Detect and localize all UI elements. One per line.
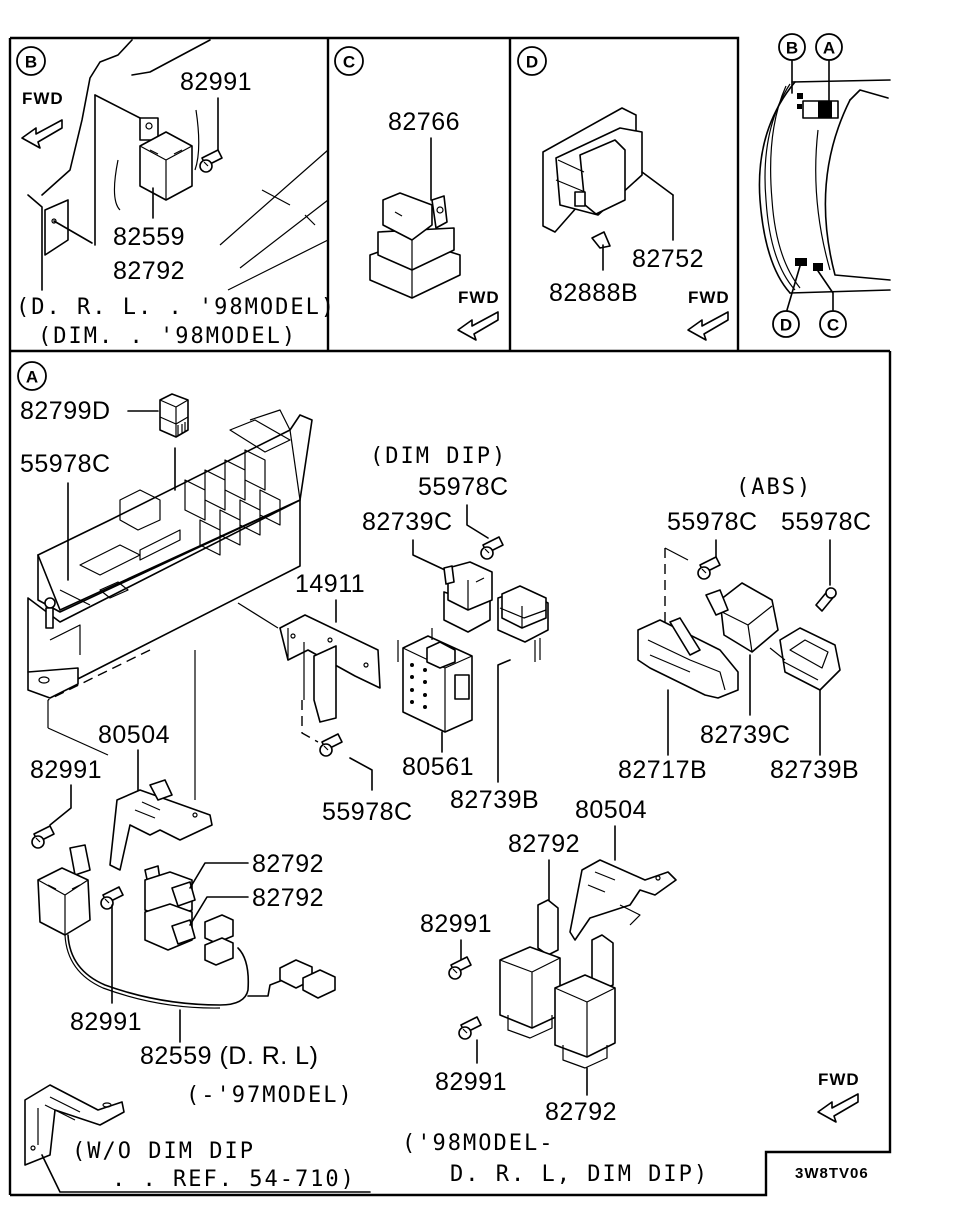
svg-text:A: A (823, 39, 835, 58)
bolt-icon (697, 556, 721, 580)
part-label: 55978C (322, 798, 413, 826)
locator-marker-b: B (778, 33, 806, 61)
fwd-arrow-icon (817, 1093, 859, 1123)
relays-82792-left (144, 865, 196, 951)
part-label: 82888B (549, 279, 638, 307)
bolt-icon (31, 825, 55, 849)
locator-marker-d: D (772, 310, 800, 338)
relay-80561 (397, 628, 473, 733)
fwd-arrow-icon (687, 311, 729, 341)
relay-82739c-abs (705, 582, 779, 653)
note: (W/O DIM DIP (72, 1139, 255, 1164)
module-82752 (542, 107, 643, 233)
svg-text:A: A (26, 368, 38, 387)
part-label: 82792 (113, 257, 185, 285)
harness-82559 (64, 914, 336, 1009)
part-label: 55978C (781, 508, 872, 536)
part-label: 82991 (180, 68, 252, 96)
note: ('98MODEL- (402, 1131, 554, 1156)
note: . . REF. 54-710) (112, 1167, 356, 1192)
part-label: 55978C (20, 450, 111, 478)
svg-text:D: D (526, 53, 538, 72)
relay-82792-right-1 (499, 899, 561, 1039)
section-marker-b: B (16, 46, 46, 76)
bolt-icon (448, 956, 472, 980)
fuse-box (27, 409, 313, 800)
fwd-label: FWD (688, 288, 730, 307)
panel-a: A 82799D 55978C (17, 361, 872, 1193)
relay-82559-left (37, 844, 91, 936)
frames (8, 36, 892, 1197)
locator-view: B A D C (758, 33, 891, 338)
relay-82799d (159, 393, 189, 438)
bracket-ref-54-710 (24, 1084, 125, 1166)
note: (DIM DIP) (370, 444, 507, 469)
note: (ABS) (736, 475, 812, 500)
drawing-code: 3W8TV06 (795, 1165, 869, 1182)
panel-d: D 82752 82888B FWD (517, 46, 730, 341)
svg-text:B: B (786, 39, 798, 58)
fwd-label: FWD (818, 1070, 860, 1089)
part-label: 80561 (402, 753, 474, 781)
part-label: 80504 (575, 796, 647, 824)
locator-marker-c: C (819, 310, 847, 338)
panel-b: B FWD 82991 82559 82792 (D. R. L. . '98M… (16, 39, 336, 349)
bolt-icon (319, 733, 343, 757)
part-label: 82739C (700, 721, 791, 749)
note: (D. R. L. . '98MODEL) (16, 295, 336, 320)
note: (DIM. . '98MODEL) (38, 324, 297, 349)
part-label: 82799D (20, 397, 111, 425)
relay-82739c-dimdip (443, 561, 493, 633)
relay-82766 (369, 192, 461, 299)
part-label: 82991 (420, 910, 492, 938)
section-marker-a: A (17, 361, 47, 391)
part-label: 82559 (113, 223, 185, 251)
fwd-arrow-icon (457, 311, 499, 341)
bolt-icon (480, 536, 504, 560)
part-label: 82792 (508, 830, 580, 858)
bracket-80504-right (569, 859, 677, 941)
part-label: 82792 (252, 850, 324, 878)
part-label: 82739B (770, 756, 859, 784)
part-label: 82739C (362, 508, 453, 536)
bolt-icon (199, 149, 223, 173)
bolt-fusebox (44, 597, 56, 629)
section-marker-d: D (517, 46, 547, 76)
relay-82739b-abs (769, 627, 841, 691)
part-label: 82766 (388, 108, 460, 136)
part-label: 14911 (295, 570, 365, 598)
part-label: 55978C (667, 508, 758, 536)
panel-c: C 82766 FWD (334, 46, 500, 341)
fwd-label: FWD (22, 89, 64, 108)
part-label: 82991 (30, 756, 102, 784)
section-marker-c: C (334, 46, 364, 76)
svg-text:B: B (25, 53, 37, 72)
bolt-icon (458, 1016, 482, 1040)
part-label: 55978C (418, 473, 509, 501)
bracket-82717b (637, 617, 739, 699)
part-label: 82792 (545, 1098, 617, 1126)
locator-marker-a: A (815, 33, 843, 61)
fwd-arrow-icon (21, 119, 63, 149)
fwd-label: FWD (458, 288, 500, 307)
note: (-'97MODEL) (186, 1083, 354, 1108)
part-label: 82991 (435, 1068, 507, 1096)
svg-text:D: D (780, 316, 792, 335)
part-label: 82991 (70, 1008, 142, 1036)
svg-text:C: C (827, 316, 839, 335)
relay-82792-right-2 (554, 934, 616, 1069)
part-label: 82717B (618, 756, 707, 784)
relay-82739b-dimdip (497, 585, 549, 662)
bolt-abs (815, 587, 837, 612)
part-label: 82792 (252, 884, 324, 912)
part-label: 82752 (632, 245, 704, 273)
part-label: 82559 (D. R. L) (140, 1042, 318, 1070)
part-label: 80504 (98, 721, 170, 749)
bracket-14911 (279, 614, 381, 723)
part-label: 82739B (450, 786, 539, 814)
bracket-80504-left (109, 779, 213, 871)
note: D. R. L, DIM DIP) (450, 1162, 709, 1187)
svg-text:C: C (343, 53, 355, 72)
